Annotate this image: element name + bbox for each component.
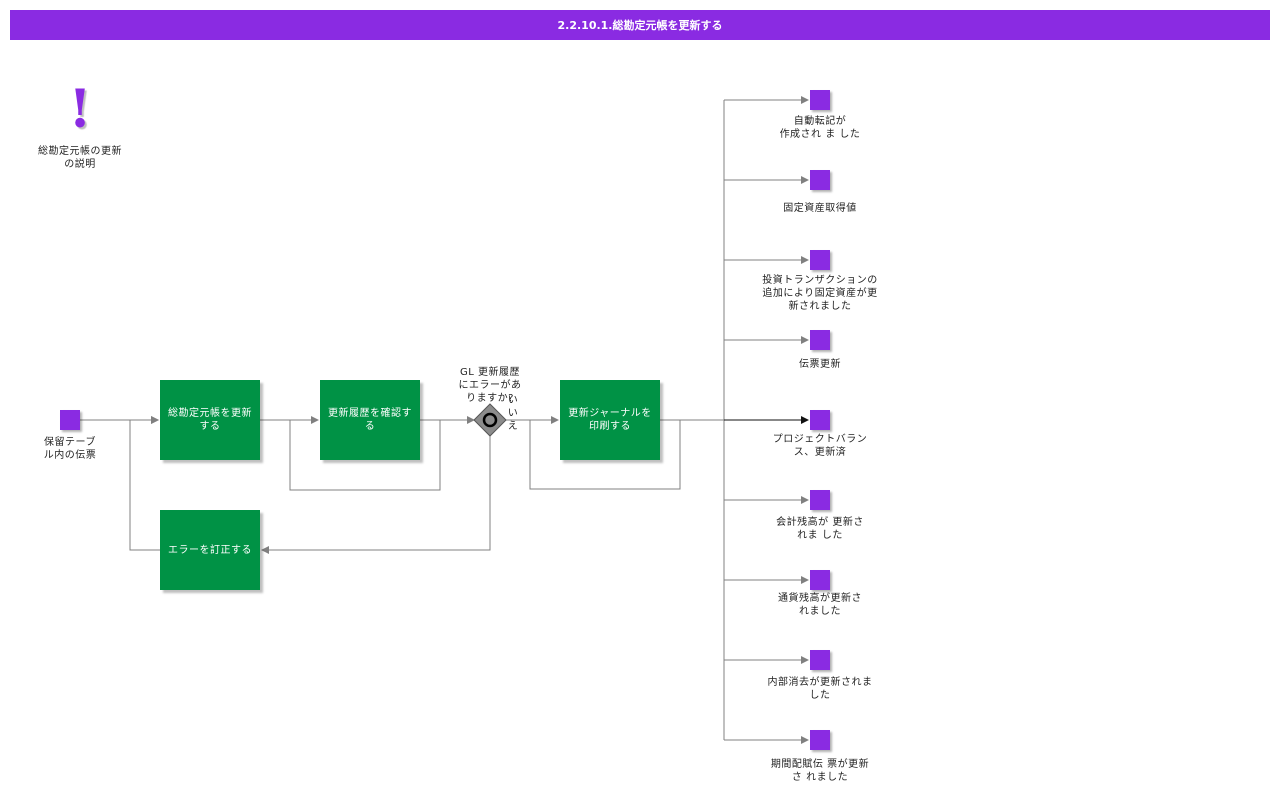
output-event-9[interactable]	[810, 730, 830, 750]
task-check-history-label: 更新履歴を確認す る	[328, 408, 412, 432]
edge-gateway-to-fix	[261, 436, 491, 554]
task-update-gl[interactable]: 総勘定元帳を更新 する	[160, 380, 260, 460]
output-label-7: 通貨残高が更新さ れました	[778, 593, 862, 617]
edge-check-bypass	[289, 420, 441, 491]
edge-fix-loop	[129, 416, 160, 551]
exclamation-icon: !	[68, 79, 92, 140]
task-print-journal-label: 更新ジャーナルを 印刷する	[568, 408, 652, 432]
output-event-2[interactable]	[810, 170, 830, 190]
task-fix-errors-label: エラーを訂正する	[168, 544, 252, 556]
gateway-exclusive[interactable]	[473, 403, 507, 437]
output-event-7[interactable]	[810, 570, 830, 590]
edge-print-bypass	[529, 420, 681, 490]
task-fix-errors[interactable]: エラーを訂正する	[160, 510, 260, 590]
output-label-1: 自動転記が 作成され ま した	[779, 116, 861, 140]
output-event-8[interactable]	[810, 650, 830, 670]
output-label-3: 投資トランザクションの 追加により固定資産が更 新されました	[762, 275, 878, 312]
gateway-diamond	[473, 403, 507, 437]
output-label-6: 会計残高が 更新さ れま した	[776, 517, 864, 541]
output-label-8: 内部消去が更新されま した	[767, 677, 873, 701]
start-event-label: 保留テーブ ル内の伝票	[43, 437, 97, 461]
gateway-circle-icon	[482, 412, 498, 428]
diagram-title: 2.2.10.1.総勘定元帳を更新する	[557, 19, 723, 32]
diagram-title-bar: 2.2.10.1.総勘定元帳を更新する	[10, 10, 1270, 40]
output-event-6[interactable]	[810, 490, 830, 510]
output-label-9: 期間配賦伝 票が更新 さ れました	[770, 759, 870, 783]
note-label: 総勘定元帳の更新 の説明	[38, 146, 122, 170]
gateway-no-label: い い え	[507, 395, 519, 432]
connectors	[80, 96, 809, 744]
output-label-4: 伝票更新	[799, 359, 841, 370]
output-label-5: プロジェクトバラン ス、更新済	[772, 434, 868, 458]
output-event-5[interactable]	[810, 410, 830, 430]
output-label-2: 固定資産取得値	[783, 203, 857, 214]
start-event[interactable]	[60, 410, 80, 430]
task-print-journal[interactable]: 更新ジャーナルを 印刷する	[560, 380, 660, 460]
output-event-1[interactable]	[810, 90, 830, 110]
output-event-3[interactable]	[810, 250, 830, 270]
gateway-question-label: GL 更新履歴 にエラーがあ りますか?	[458, 367, 522, 404]
task-update-gl-label: 総勘定元帳を更新 する	[168, 408, 252, 432]
output-event-4[interactable]	[810, 330, 830, 350]
task-check-history[interactable]: 更新履歴を確認す る	[320, 380, 420, 460]
